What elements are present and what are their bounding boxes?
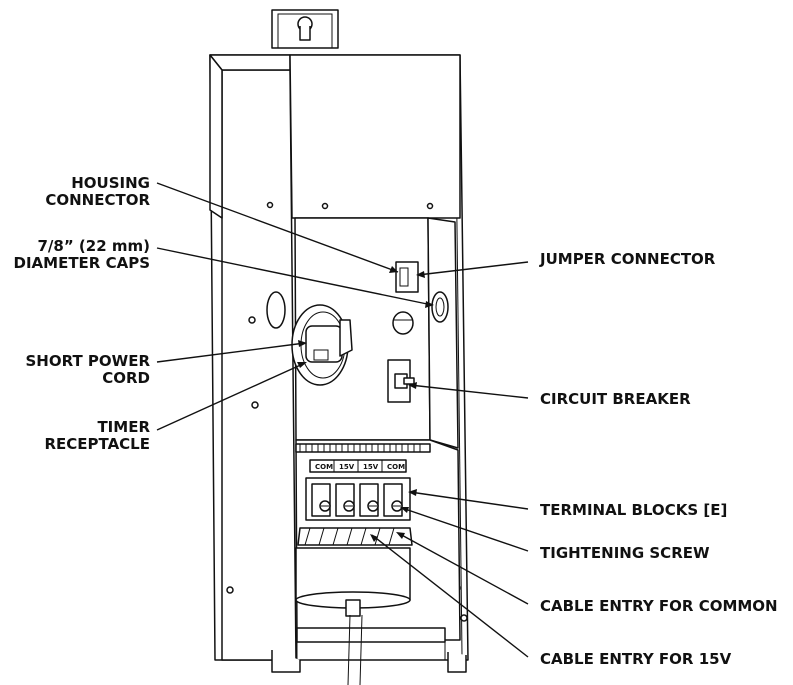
leader-timer-receptacle: [156, 362, 306, 431]
arrow-head: [396, 532, 405, 539]
label-cable-entry-common: CABLE ENTRY FOR COMMON: [540, 597, 778, 615]
label-tightening-screw: TIGHTENING SCREW: [540, 544, 710, 562]
leader-short-power-cord: [156, 342, 306, 363]
terminal-tag: 15V: [363, 463, 379, 471]
arrow-head: [297, 362, 307, 368]
label-jumper-connector: JUMPER CONNECTOR: [539, 250, 716, 268]
terminal-tag: 15V: [339, 463, 355, 471]
label-timer-receptacle-line1: TIMER: [97, 418, 150, 436]
label-timer-receptacle-line2: RECEPTACLE: [44, 435, 150, 453]
terminal-blocks: [305, 477, 411, 521]
label-terminal-blocks: TERMINAL BLOCKS [E]: [540, 501, 727, 519]
arrow-head: [416, 271, 425, 278]
label-housing-connector-line1: HOUSING: [71, 174, 150, 192]
label-cable-entry-15v: CABLE ENTRY FOR 15V: [540, 650, 732, 668]
leader-cable-entry-common: [397, 532, 529, 605]
arrow-head: [389, 266, 398, 273]
label-diameter-caps-line1: 7/8” (22 mm): [38, 237, 151, 255]
inner-panel: [291, 217, 459, 449]
terminal-tag: COM: [387, 463, 405, 471]
label-circuit-breaker: CIRCUIT BREAKER: [540, 390, 691, 408]
arrow-head: [370, 534, 378, 542]
arrow-head: [298, 340, 307, 347]
mounting-tab: [271, 9, 339, 49]
leader-tightening-screw: [401, 507, 529, 552]
arrow-head: [425, 301, 434, 308]
label-housing-connector-line2: CONNECTOR: [45, 191, 150, 209]
top-hood: [209, 54, 461, 219]
leader-terminal-blocks: [409, 491, 529, 510]
arrow-head: [408, 382, 417, 389]
leader-diameter-caps: [156, 247, 433, 306]
leader-circuit-breaker: [409, 384, 529, 399]
leader-housing-connector: [156, 182, 399, 273]
label-short-power-cord-line2: CORD: [102, 369, 150, 387]
leader-lines: [156, 182, 529, 658]
arrow-head: [408, 489, 417, 496]
terminal-tag: COM: [315, 463, 333, 471]
arrow-head: [400, 507, 409, 513]
leader-cable-entry-15v: [371, 534, 529, 658]
label-short-power-cord-line1: SHORT POWER: [25, 352, 150, 370]
label-diameter-caps-line2: DIAMETER CAPS: [14, 254, 150, 272]
leader-jumper-connector: [417, 261, 529, 276]
tightening-screws: [319, 500, 403, 512]
terminal-area: COM 15V 15V COM: [271, 439, 467, 685]
